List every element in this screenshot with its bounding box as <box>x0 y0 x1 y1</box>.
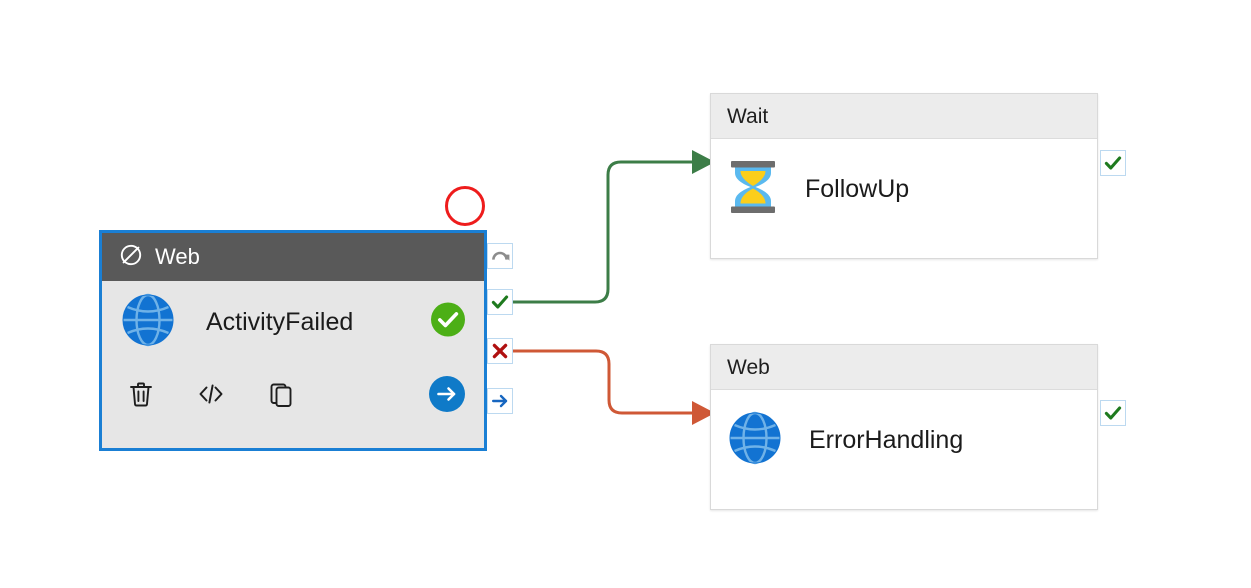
node-error-handling[interactable]: Web ErrorHandling <box>710 344 1098 510</box>
globe-icon <box>120 292 176 353</box>
check-icon <box>1104 156 1122 170</box>
connector-success-path <box>513 160 693 304</box>
arrow-right-icon <box>492 394 508 408</box>
delete-button[interactable] <box>124 377 158 411</box>
node-header: Wait <box>711 94 1097 139</box>
arrow-right-circle-icon <box>429 376 465 412</box>
port-next[interactable] <box>487 388 513 414</box>
node-activity-failed[interactable]: Web ActivityFailed <box>99 230 487 451</box>
node-body: FollowUp <box>711 139 1097 239</box>
port-success[interactable] <box>1100 150 1126 176</box>
check-icon <box>1104 406 1122 420</box>
node-header: Web <box>711 345 1097 390</box>
node-activity-name: ErrorHandling <box>809 425 964 454</box>
node-body: ActivityFailed <box>102 281 484 363</box>
copy-icon <box>270 383 292 407</box>
check-icon <box>491 295 509 309</box>
globe-slash-icon <box>118 242 144 272</box>
globe-icon <box>727 410 783 471</box>
node-header: Web <box>102 233 484 281</box>
port-retry[interactable] <box>487 243 513 269</box>
success-check-icon <box>430 302 466 343</box>
connector-failure-path <box>513 349 693 415</box>
node-toolbar <box>102 363 484 425</box>
node-follow-up[interactable]: Wait FollowUp <box>710 93 1098 259</box>
node-body: ErrorHandling <box>711 390 1097 490</box>
node-activity-name: FollowUp <box>805 174 910 203</box>
node-header-title: Web <box>727 356 770 379</box>
port-success[interactable] <box>1100 400 1126 426</box>
x-icon <box>492 343 508 359</box>
retry-icon <box>492 251 510 261</box>
node-activity-name: ActivityFailed <box>206 307 354 336</box>
node-header-title: Wait <box>727 105 769 128</box>
code-button[interactable] <box>194 377 228 411</box>
port-success[interactable] <box>487 289 513 315</box>
code-icon <box>199 384 223 404</box>
duplicate-button[interactable] <box>264 377 298 411</box>
port-failure[interactable] <box>487 338 513 364</box>
highlight-circle <box>445 186 485 226</box>
node-header-title: Web <box>155 244 200 269</box>
hourglass-icon <box>727 159 779 220</box>
trash-icon <box>130 382 152 407</box>
run-button[interactable] <box>428 375 466 413</box>
